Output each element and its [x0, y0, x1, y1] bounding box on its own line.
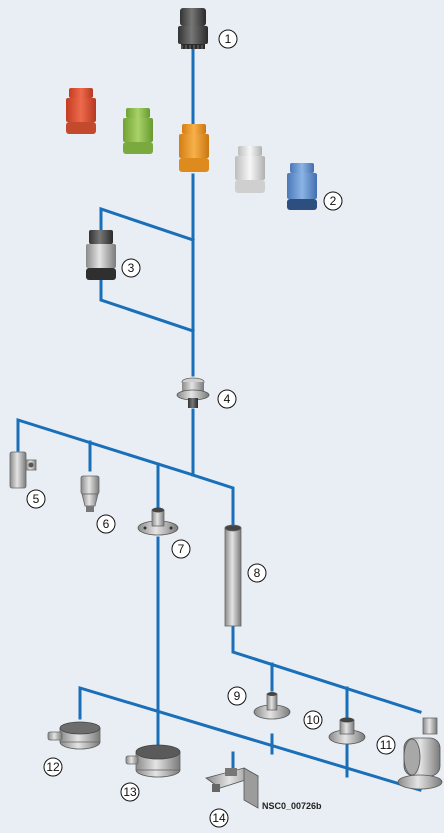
callout-10: 10: [303, 710, 323, 730]
callout-2-label: 2: [330, 194, 337, 208]
callout-8: 8: [247, 563, 267, 583]
callout-13-label: 13: [123, 785, 137, 799]
part-8-extension-tube: [224, 524, 242, 627]
part-1-dark-module: [178, 8, 208, 49]
callout-3-label: 3: [128, 261, 135, 275]
callout-6-label: 6: [103, 517, 110, 531]
callout-1: 1: [218, 29, 238, 49]
callout-14-label: 14: [212, 811, 226, 825]
callout-7: 7: [171, 539, 191, 559]
callout-5-label: 5: [33, 492, 40, 506]
part-4-adapter: [176, 377, 210, 408]
callout-4: 4: [217, 389, 237, 409]
line-12-to-11: [78, 685, 422, 792]
callout-5: 5: [26, 489, 46, 509]
part-7-flange: [137, 507, 179, 536]
part-11-wall-mount: [397, 717, 443, 790]
callout-6: 6: [96, 514, 116, 534]
callout-14: 14: [209, 808, 229, 828]
callout-11-label: 11: [380, 738, 393, 752]
callout-3: 3: [121, 258, 141, 278]
red-signal-element: [66, 88, 96, 134]
part-2-blue-signal-element: [287, 163, 317, 210]
part-12-base-with-gland: [47, 721, 101, 750]
callout-9: 9: [227, 686, 247, 706]
line-8-to-11: [231, 624, 422, 714]
callout-7-label: 7: [178, 542, 185, 556]
part-13-round-base: [125, 744, 181, 778]
part-9-flange: [253, 692, 291, 720]
part-10-flange: [328, 717, 366, 745]
callout-11: 11: [376, 735, 396, 755]
callout-12: 12: [43, 757, 63, 777]
orange-signal-element: [179, 124, 209, 172]
green-signal-element: [123, 108, 153, 154]
callout-8-label: 8: [254, 566, 261, 580]
callout-2: 2: [323, 191, 343, 211]
part-14-mounting-bracket: [205, 767, 259, 809]
connector-lines: [16, 48, 422, 792]
part-5-angle-bracket: [9, 451, 37, 489]
drawing-code: NSC0_00726b: [262, 801, 322, 811]
callout-4-label: 4: [224, 392, 231, 406]
part-6-tube-adapter: [80, 475, 100, 512]
white-signal-element: [235, 146, 265, 193]
line-to-8: [191, 473, 235, 527]
part-3-grey-module: [86, 230, 116, 280]
callout-9-label: 9: [234, 689, 241, 703]
line-hub-branch: [16, 417, 195, 477]
callout-1-label: 1: [225, 32, 232, 46]
callout-13: 13: [120, 782, 140, 802]
callout-12-label: 12: [46, 760, 60, 774]
callout-10-label: 10: [306, 713, 320, 727]
callouts: 1 2 3 4 5 6 7 8 9 10 11 12 13 14: [26, 29, 396, 828]
